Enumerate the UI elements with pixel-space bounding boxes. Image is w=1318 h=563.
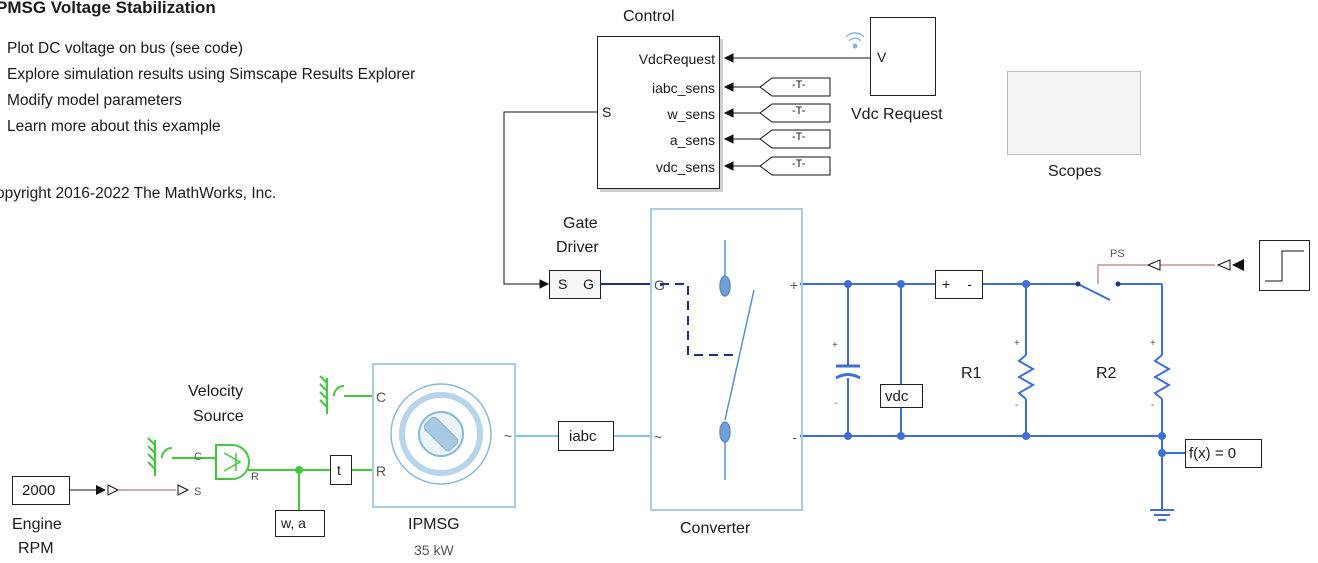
engine-rpm-label-1: Engine (12, 516, 62, 533)
velocity-source-port-r: R (251, 471, 259, 483)
goto-tag-vdc[interactable]: -T- (792, 158, 806, 170)
control-port-a-sens: a_sens (669, 132, 715, 148)
vdc-request-block[interactable]: V (870, 17, 936, 96)
r2-plus: + (1150, 338, 1156, 349)
solver-config-label: f(x) = 0 (1189, 445, 1237, 462)
gate-driver-port-s: S (558, 276, 568, 292)
control-port-w-sens: w_sens (667, 106, 715, 122)
ipmsg-rating: 35 kW (414, 542, 454, 558)
machine-icon (390, 383, 492, 485)
link-modify-parameters[interactable]: Modify model parameters (7, 92, 182, 109)
goto-tag-a[interactable]: -T- (792, 131, 806, 143)
engine-rpm-constant[interactable]: 2000 (12, 476, 70, 505)
current-sensor-block[interactable]: iabc (558, 421, 614, 451)
converter-port-ac: ~ (654, 429, 663, 445)
ipmsg-block[interactable]: C R ~ (372, 363, 516, 508)
link-plot-dc-voltage[interactable]: Plot DC voltage on bus (see code) (7, 40, 244, 57)
scopes-label: Scopes (1048, 163, 1102, 180)
gate-signal (600, 283, 740, 356)
goto-tags (759, 77, 831, 176)
engine-rpm-label-2: RPM (18, 540, 54, 557)
ipmsg-port-c: C (376, 389, 387, 405)
ipmsg-port-r: R (376, 463, 387, 479)
series-element-plus: + (942, 276, 951, 292)
converter-port-minus: - (792, 429, 797, 445)
series-element-minus: - (967, 276, 972, 292)
velocity-source-label-1: Velocity (188, 383, 244, 400)
control-title: Control (623, 8, 675, 25)
capacitor-minus: - (834, 398, 838, 409)
solver-config-block[interactable]: f(x) = 0 (1185, 439, 1262, 468)
speed-sensor-label: w, a (281, 515, 306, 531)
rpm-wire (70, 484, 190, 496)
link-results-explorer[interactable]: Explore simulation results using Simscap… (7, 66, 416, 83)
gate-driver-label-1: Gate (563, 215, 598, 232)
control-port-vdcrequest: VdcRequest (638, 51, 715, 67)
torque-sensor-block[interactable]: t (330, 455, 352, 485)
step-icon (1265, 250, 1304, 282)
model-title: PMSG Voltage Stabilization (0, 0, 216, 17)
gate-driver-port-g: G (583, 276, 594, 292)
vdc-request-label: Vdc Request (851, 106, 943, 123)
copyright-notice: opyright 2016-2022 The MathWorks, Inc. (0, 185, 277, 202)
converter-label: Converter (680, 520, 751, 537)
vdc-request-port: V (877, 49, 887, 65)
control-port-iabc-sens: iabc_sens (651, 80, 715, 96)
dc-bus (800, 283, 1185, 521)
mechanical-wiring (147, 375, 372, 510)
speed-sensor-block[interactable]: w, a (275, 510, 325, 537)
ipmsg-label: IPMSG (408, 516, 460, 533)
vdcrequest-arrow (723, 53, 734, 63)
mech-junction (295, 466, 303, 474)
link-learn-more[interactable]: Learn more about this example (7, 118, 221, 135)
voltage-sensor-block[interactable]: vdc (880, 384, 923, 408)
velocity-source-label-2: Source (193, 408, 244, 425)
control-block[interactable]: S VdcRequest iabc_sens w_sens a_sens vdc… (597, 36, 720, 189)
control-port-vdc-sens: vdc_sens (655, 159, 715, 175)
r1-label: R1 (961, 365, 982, 382)
control-port-s: S (602, 104, 612, 120)
capacitor-plus: + (832, 340, 838, 351)
gate-driver-label-2: Driver (556, 239, 599, 256)
converter-block[interactable]: G + - ~ (650, 208, 803, 511)
torque-sensor-label: t (337, 462, 341, 478)
engine-rpm-value: 2000 (22, 482, 56, 499)
step-block[interactable] (1259, 240, 1310, 291)
converter-port-plus: + (789, 277, 798, 293)
control-wiring (503, 53, 870, 289)
r2-minus: - (1151, 400, 1155, 411)
wireless-icon (845, 32, 865, 49)
bus-junctions (844, 280, 1166, 457)
r1-plus: + (1014, 338, 1020, 349)
r1-minus: - (1015, 400, 1019, 411)
scopes-block[interactable] (1007, 71, 1141, 155)
switch-ps-port: PS (1110, 248, 1125, 260)
velocity-source-port-s: S (194, 486, 202, 498)
series-element-block[interactable]: + - (935, 270, 983, 299)
velocity-source-port-c: C (194, 451, 202, 463)
ipmsg-port-ac: ~ (503, 428, 512, 444)
r2-label: R2 (1096, 365, 1117, 382)
goto-tag-iabc[interactable]: -T- (792, 79, 806, 91)
converter-port-g: G (654, 277, 665, 293)
gate-driver-block[interactable]: S G (549, 270, 601, 299)
current-sensor-label: iabc (569, 428, 597, 445)
goto-tag-w[interactable]: -T- (792, 105, 806, 117)
ps-wire (1097, 259, 1244, 284)
converter-internals (719, 240, 755, 480)
voltage-sensor-label: vdc (885, 388, 909, 405)
